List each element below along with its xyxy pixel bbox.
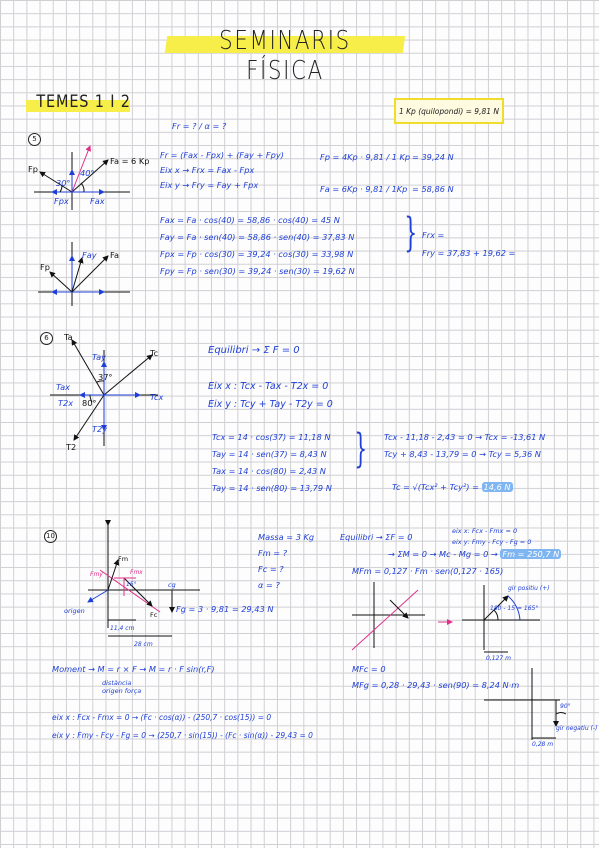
- p6-label-ta: Ta: [64, 332, 73, 342]
- p6-label-t2y: T2y: [92, 424, 108, 434]
- p6-eix-y: Eix y : Tcy + Tay - T2y = 0: [208, 399, 333, 410]
- p6-s1: Tcx - 11,18 - 2,43 = 0 → Tcx = -13,61 N: [384, 432, 546, 442]
- p6-s2: Tcy + 8,43 - 13,79 = 0 → Tcy = 5,36 N: [384, 449, 541, 459]
- p10-moment: Moment → M = r × F → M = r · F sin(r,F): [52, 664, 215, 674]
- problem-number: 5: [28, 133, 41, 146]
- p5-angle-30: 30°: [56, 178, 71, 188]
- p5-question: Fr = ? / α = ?: [172, 121, 227, 131]
- p5-label-fax: Fax: [90, 196, 105, 206]
- p6-eix-x: Eix x : Tcx - Tax - T2x = 0: [208, 381, 329, 392]
- p10-label-cg: cg: [168, 581, 176, 589]
- p10-label-fc: Fc: [150, 611, 158, 619]
- p10-mfm: MFm = 0,127 · Fm · sen(0,127 · 165): [352, 566, 504, 576]
- p10-mfc: MFc = 0: [352, 664, 386, 674]
- p5-line2: Fay = Fa · sen(40) = 58,86 · sen(40) = 3…: [160, 232, 355, 242]
- p6-label-t2x: T2x: [58, 398, 74, 408]
- p10-dist2: origen força: [102, 687, 142, 695]
- p10-mfg: MFg = 0,28 · 29,43 · sen(90) = 8,24 N·m: [352, 680, 520, 690]
- p6-r3: Tax = 14 · cos(80) = 2,43 N: [212, 466, 326, 476]
- p6-angle-80: 80°: [82, 398, 97, 408]
- p10-label-gir-positiu: gir positiu (+): [508, 585, 550, 592]
- p6-r2: Tay = 14 · sen(37) = 8,43 N: [212, 449, 327, 459]
- p5-label-a: Fa: [110, 250, 119, 260]
- p6-tc: Tc = √(Tcx² + Tcy²) = 14,6 N: [392, 482, 513, 492]
- p6-diagram: [50, 339, 158, 446]
- p5-diagram-top: [34, 145, 130, 210]
- p6-tc-value: 14,6 N: [481, 482, 513, 492]
- section-highlight: [26, 100, 130, 112]
- p10-eq2: → ΣM = 0 → Mc - Mg = 0 → Fm = 250,7 N: [388, 549, 562, 559]
- p5-fp-result: = 39,24 N: [412, 152, 454, 162]
- p10-label-165: 180 - 15 = 165°: [490, 605, 539, 612]
- p5-line1: Fax = Fa · cos(40) = 58,86 · cos(40) = 4…: [160, 215, 340, 225]
- p10-fm: Fm = ?: [258, 548, 288, 558]
- p5-eix-x: Eix x → Frx = Fax - Fpx: [160, 165, 255, 175]
- problem-number: 10: [44, 530, 57, 543]
- p10-eix-x: eix x : Fcx - Fmx = 0 → (Fc · cos(α)) - …: [52, 713, 272, 722]
- p5-line3: Fpx = Fp · cos(30) = 39,24 · cos(30) = 3…: [160, 249, 354, 259]
- p10-label-fm: Fm: [118, 555, 129, 563]
- p5-fa: Fa = 6Kp · 9,81 / 1Kp: [320, 184, 408, 194]
- p5-label-fa: Fa = 6 Kp: [110, 156, 150, 166]
- p10-eq2-text: → ΣM = 0 → Mc - Mg = 0 →: [388, 549, 498, 559]
- section-title: TEMES 1 I 2: [26, 92, 139, 112]
- p6-label-tc: Tc: [150, 348, 159, 358]
- p10-label-028: 0,28 m: [532, 741, 554, 748]
- p5-frx: Frx =: [422, 230, 445, 240]
- p6-label-t2: T2: [66, 442, 77, 452]
- p10-fg: Fg = 3 · 9,81 = 29,43 N: [176, 604, 274, 614]
- section-text: TEMES 1 I 2: [36, 92, 131, 112]
- p10-label-fmx: Fmx: [130, 569, 143, 576]
- p10-eq1: Equilibri → ΣF = 0: [340, 532, 413, 542]
- p5-angle-40: 40°: [80, 168, 95, 178]
- title-text: SEMINARIS FÍSICA: [219, 26, 351, 86]
- p5-line4: Fpy = Fp · sen(30) = 39,24 · sen(30) = 1…: [160, 266, 355, 276]
- p5-label-p: Fp: [40, 262, 50, 272]
- p10-eq1b: eix y: Fmy - Fcy - Fg = 0: [452, 538, 532, 546]
- p10-massa: Massa = 3 Kg: [258, 532, 315, 542]
- p6-equilibri: Equilibri → Σ F = 0: [208, 345, 300, 356]
- p10-dist: distància: [102, 679, 132, 687]
- p10-label-28cm: 28 cm: [134, 641, 153, 648]
- problem-number: 6: [40, 332, 53, 345]
- p10-label-11cm: 11,4 cm: [110, 625, 135, 632]
- p10-label-gir-negatiu: gir negatiu (-): [556, 725, 598, 732]
- p10-diagram: [87, 520, 200, 637]
- conversion-note: 1 Kp (quilopondi) = 9,81 N: [394, 98, 504, 124]
- p6-label-tay: Tay: [92, 352, 107, 362]
- p10-label-0127: 0,127 m: [486, 655, 511, 662]
- p6-brace: }: [354, 426, 368, 472]
- p5-fr: Fr = (Fax - Fpx) + (Fay + Fpy): [160, 150, 284, 160]
- p10-moment-diagrams: [351, 582, 567, 740]
- p10-label-15: 15°: [126, 581, 137, 588]
- p6-label-tcx: Tcx: [150, 392, 164, 402]
- p5-eix-y: Eix y → Fry = Fay + Fpx: [160, 180, 259, 190]
- p5-diagram-bottom: [38, 242, 130, 306]
- p6-r4: Tay = 14 · sen(80) = 13,79 N: [212, 483, 332, 493]
- p6-label-tax: Tax: [56, 382, 71, 392]
- p10-eq2-value: Fm = 250,7 N: [500, 549, 562, 559]
- page-title: SEMINARIS FÍSICA: [164, 26, 406, 86]
- p10-fc: Fc = ?: [258, 564, 284, 574]
- p10-eix-y: eix y : Fmy - Fcy - Fg = 0 → (250,7 · si…: [52, 731, 313, 740]
- p5-label-fp: Fp: [28, 164, 38, 174]
- p10-eq1a: eix x: Fcx - Fmx = 0: [452, 527, 518, 535]
- p5-fa-result: = 58,86 N: [412, 184, 454, 194]
- p10-label-fmy: Fmy: [90, 571, 103, 578]
- p10-label-origen: origen: [64, 607, 85, 615]
- p6-tc-formula: Tc = √(Tcx² + Tcy²) =: [392, 482, 479, 492]
- p5-fp: Fp = 4Kp · 9,81 / 1 Kp: [320, 152, 411, 162]
- p6-r1: Tcx = 14 · cos(37) = 11,18 N: [212, 432, 331, 442]
- p10-alpha: α = ?: [258, 580, 280, 590]
- p6-angle-37: 37°: [98, 372, 113, 382]
- p5-fry: Fry = 37,83 + 19,62 =: [422, 248, 516, 258]
- p5-brace: }: [404, 210, 418, 256]
- p5-label-fay: Fay: [82, 250, 97, 260]
- p5-label-fpx: Fpx: [54, 196, 69, 206]
- p10-label-90: 90°: [560, 703, 571, 710]
